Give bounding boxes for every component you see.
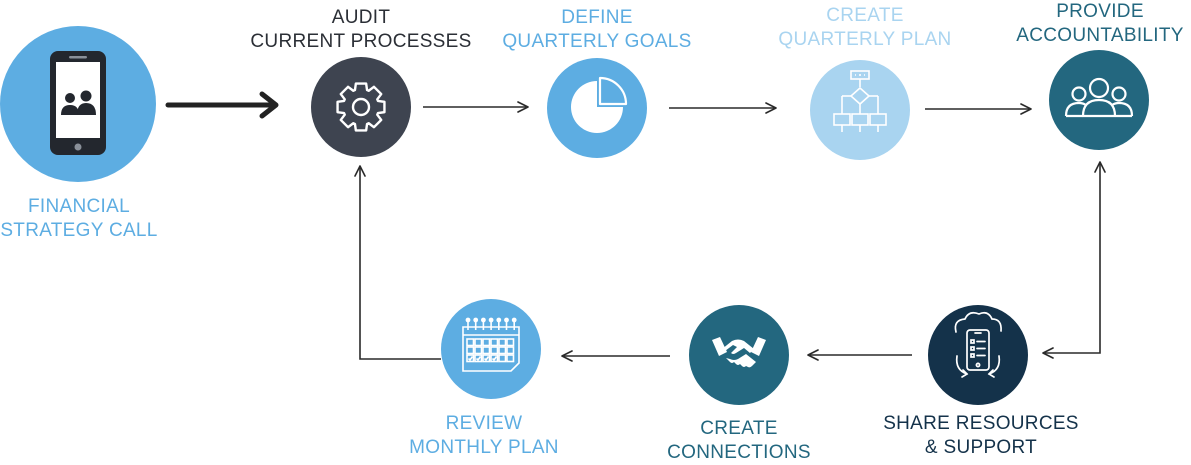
- gear-hub: [351, 97, 371, 117]
- calendar-cell: [490, 346, 499, 355]
- flowchart-icon: [833, 70, 887, 132]
- calendar-cell: [466, 346, 475, 355]
- group-icon: [1064, 77, 1134, 118]
- calendar-ring-dot: [488, 317, 494, 323]
- calendar-cell: [506, 354, 515, 363]
- step-define-quarterly-goals: [547, 58, 647, 158]
- calendar-cell: [490, 354, 499, 363]
- calendar-frame: [462, 326, 520, 372]
- label-share-resources-support: SHARE RESOURCES& SUPPORT: [883, 413, 1079, 458]
- calendar-cell: [498, 346, 507, 355]
- step-financial-strategy-call: [0, 26, 156, 182]
- calendar-cell: [482, 338, 491, 347]
- calendar-cell: [506, 338, 515, 347]
- calendar-icon: [462, 317, 520, 372]
- calendar-cell: [490, 338, 499, 347]
- step-provide-accountability: [1049, 50, 1149, 150]
- handshake-icon: [712, 337, 766, 368]
- arrow-review-to-audit: [354, 165, 441, 360]
- calendar-cell: [466, 338, 475, 347]
- gear-icon: [336, 82, 386, 132]
- calendar-check: [483, 356, 490, 362]
- calendar-check: [491, 356, 498, 362]
- calendar-ring-dot: [465, 317, 471, 323]
- arrow-accountability-share-resources: [1042, 161, 1106, 359]
- pie-chart-icon: [571, 76, 628, 133]
- cloud-phone-icon: [954, 311, 1002, 378]
- connectors: [165, 91, 1106, 362]
- gear-outline: [336, 82, 386, 132]
- calendar-cell: [474, 354, 483, 363]
- calendar-ring-dot: [504, 317, 509, 323]
- step-share-resources-support: [928, 305, 1028, 405]
- calendar-ring-dot: [473, 317, 479, 323]
- calendar-cell: [498, 354, 507, 363]
- calendar-cell: [482, 354, 491, 363]
- calendar-check: [467, 356, 474, 362]
- calendar-ring-dot: [480, 317, 486, 323]
- step-review-monthly-plan: [441, 299, 541, 399]
- calendar-cell: [474, 346, 483, 355]
- calendar-cell: [498, 338, 507, 347]
- step-create-quarterly-plan: [810, 60, 910, 160]
- arrow-call-to-audit: [165, 91, 279, 119]
- step-create-connections: [689, 305, 789, 405]
- calendar-check: [475, 356, 482, 362]
- step-audit-current-processes: [311, 57, 411, 157]
- calendar-ring-dot: [511, 317, 517, 323]
- calendar-cell: [482, 346, 491, 355]
- calendar-cell: [474, 338, 483, 347]
- phone-users-icon: [50, 51, 106, 155]
- calendar-ring-dot: [496, 317, 502, 323]
- calendar-cell: [466, 354, 475, 363]
- calendar-cell: [506, 346, 515, 355]
